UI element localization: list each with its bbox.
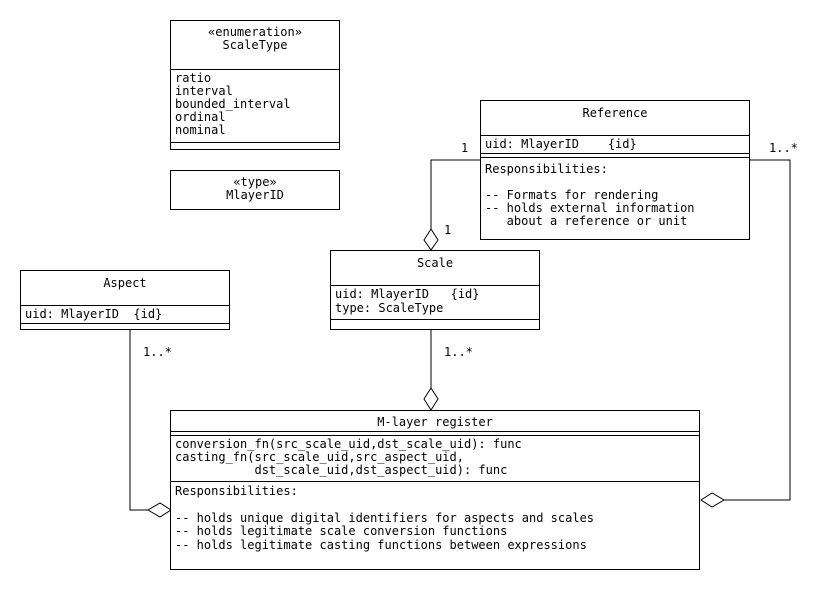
scale-type-name: ScaleType	[222, 38, 288, 52]
enum-value-bounded-interval: bounded_interval	[175, 97, 291, 111]
register-responsibility: -- holds legitimate scale conversion fun…	[175, 524, 508, 538]
scale-type-class: «enumeration» ScaleType ratio interval b…	[170, 20, 340, 150]
scale-attr-uid: uid: MlayerID {id}	[335, 287, 480, 301]
aspect-class: Aspect uid: MlayerID {id}	[20, 270, 230, 330]
reference-responsibility: about a reference or unit	[485, 214, 688, 228]
multiplicity-reference-register: 1..*	[769, 141, 798, 155]
reference-responsibility: -- Formats for rendering	[485, 188, 659, 202]
register-name: M-layer register	[377, 415, 493, 429]
mlayer-id-class: «type» MlayerID	[170, 170, 340, 210]
scale-name: Scale	[416, 256, 454, 270]
register-method-casting-cont: dst_scale_uid,dst_aspect_uid): func	[175, 463, 508, 477]
enum-value-ratio: ratio	[175, 71, 212, 85]
enum-value-ordinal: ordinal	[175, 110, 226, 124]
scale-attr-type: type: ScaleType	[335, 301, 444, 315]
mlayer-register-class: M-layer register conversion_fn(src_scale…	[170, 410, 700, 570]
reference-responsibilities-label: Responsibilities:	[485, 162, 608, 176]
enum-value-nominal: nominal	[175, 123, 226, 137]
scale-aggregation-diamond	[423, 228, 439, 251]
aspect-name: Aspect	[103, 276, 147, 290]
register-aggregation-diamond-top	[423, 387, 439, 411]
multiplicity-aspect-register: 1..*	[143, 345, 172, 359]
scale-type-stereotype: «enumeration»	[208, 25, 302, 39]
register-responsibilities-label: Responsibilities:	[175, 484, 298, 498]
multiplicity-reference-end: 1	[461, 141, 469, 155]
reference-class: Reference uid: MlayerID {id} Responsibil…	[480, 100, 750, 240]
mlayer-id-name: MlayerID	[226, 188, 284, 202]
register-aggregation-diamond-left	[147, 502, 172, 518]
reference-responsibility: -- holds external information	[485, 201, 695, 215]
reference-scale-association	[430, 159, 481, 229]
reference-register-association	[724, 159, 791, 501]
enum-value-interval: interval	[175, 84, 233, 98]
register-responsibility: -- holds unique digital identifiers for …	[175, 511, 595, 525]
multiplicity-scale-end: 1	[444, 223, 452, 237]
scale-class: Scale uid: MlayerID {id} type: ScaleType	[330, 250, 540, 330]
reference-name: Reference	[582, 106, 648, 120]
multiplicity-scale-register: 1..*	[444, 345, 473, 359]
register-responsibility: -- holds legitimate casting functions be…	[175, 538, 587, 552]
register-method-casting: casting_fn(src_scale_uid,src_aspect_uid,	[175, 450, 464, 464]
aspect-register-association	[129, 329, 148, 511]
register-aggregation-diamond-right	[700, 492, 725, 508]
mlayer-id-stereotype: «type»	[233, 175, 277, 189]
aspect-attr-uid: uid: MlayerID {id}	[25, 307, 163, 321]
register-method-conversion: conversion_fn(src_scale_uid,dst_scale_ui…	[175, 437, 522, 451]
reference-attr-uid: uid: MlayerID {id}	[485, 137, 637, 151]
